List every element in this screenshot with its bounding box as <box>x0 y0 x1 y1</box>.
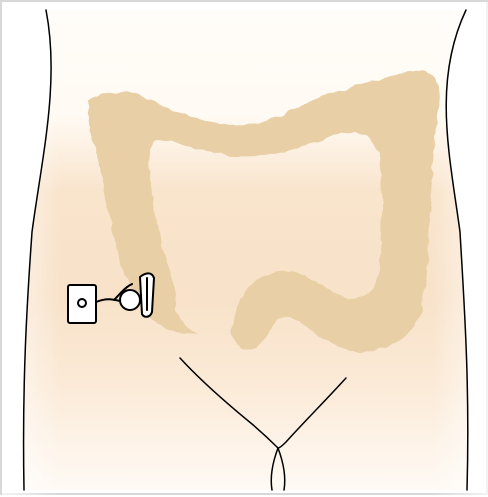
device-port <box>78 299 86 307</box>
device-ring <box>120 290 140 310</box>
